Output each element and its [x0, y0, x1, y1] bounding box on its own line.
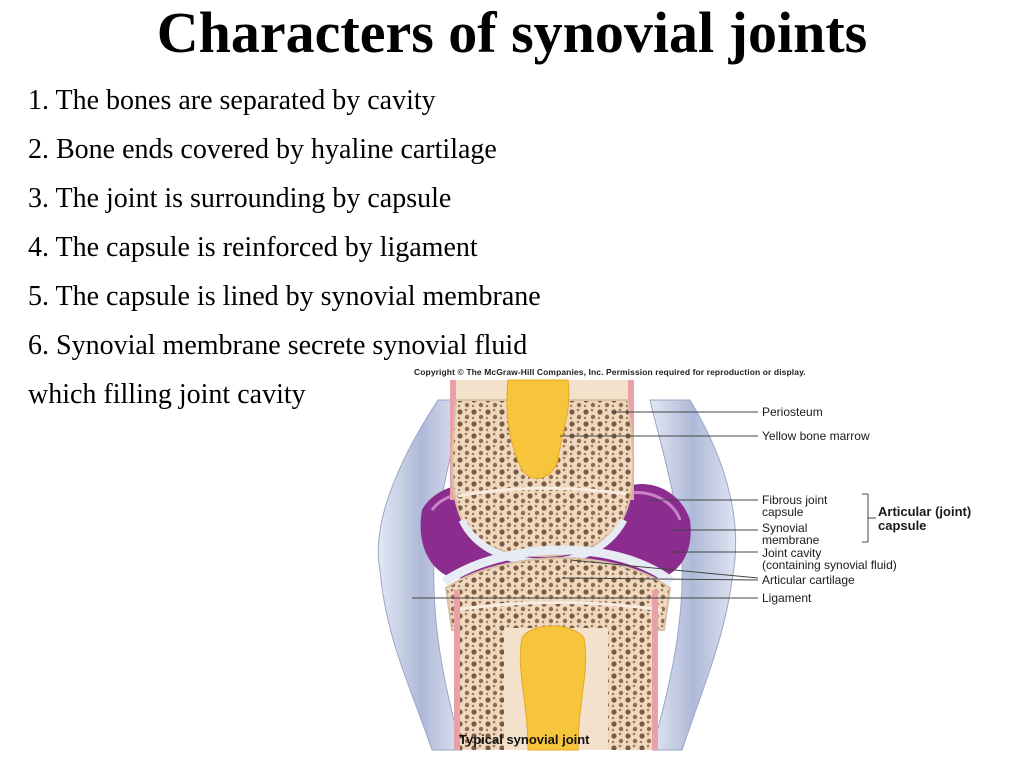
synovial-joint-diagram: Periosteum Yellow bone marrow Fibrous jo…	[372, 360, 1024, 760]
bullet-list: 1. The bones are separated by cavity 2. …	[28, 83, 541, 426]
label-articular-cartilage: Articular cartilage	[762, 573, 855, 587]
label-articular-capsule-line2: capsule	[878, 518, 927, 533]
bullet-point-1: 1. The bones are separated by cavity	[28, 85, 436, 116]
slide-title: Characters of synovial joints	[156, 0, 868, 65]
leader-lines	[412, 411, 876, 599]
bullet-point-3: 3. The joint is surrounding by capsule	[28, 183, 452, 214]
upper-epiphysis	[451, 399, 635, 558]
bullet-point-4: 4. The capsule is reinforced by ligament	[28, 232, 478, 263]
joint-illustration	[377, 379, 876, 751]
label-fibrous-capsule-line2: capsule	[762, 505, 804, 519]
label-articular-capsule-line1: Articular (joint)	[878, 504, 972, 519]
label-joint-cavity-line1: Joint cavity	[762, 546, 822, 560]
lower-epiphyseal-line	[453, 601, 663, 612]
label-yellow-bone-marrow: Yellow bone marrow	[762, 429, 870, 443]
lower-spongy-left	[460, 628, 504, 750]
lower-marrow	[519, 625, 587, 751]
copyright-notice: Copyright © The McGraw-Hill Companies, I…	[414, 367, 806, 377]
lower-articular-cartilage	[441, 545, 675, 586]
label-fibrous-capsule-line1: Fibrous joint	[762, 493, 828, 507]
bullet-point-6: 6. Synovial membrane secrete synovial fl…	[28, 330, 528, 361]
bullet-point-7: which filling joint cavity	[28, 379, 306, 410]
lower-periosteum-left	[454, 590, 460, 750]
label-ligament: Ligament	[762, 591, 812, 605]
upper-epiphyseal-line	[457, 486, 627, 498]
bullet-point-5: 5. The capsule is lined by synovial memb…	[28, 281, 541, 312]
lower-epiphysis	[444, 556, 672, 631]
upper-marrow	[506, 379, 570, 479]
label-joint-cavity-line2: (containing synovial fluid)	[762, 558, 897, 572]
figure-caption: Typical synovial joint	[459, 732, 590, 747]
lower-spongy-right	[608, 628, 652, 750]
lower-periosteum-right	[652, 590, 658, 750]
label-periosteum: Periosteum	[762, 405, 823, 419]
label-synovial-membrane-line2: membrane	[762, 533, 820, 547]
bullet-point-2: 2. Bone ends covered by hyaline cartilag…	[28, 134, 497, 165]
label-synovial-membrane-line1: Synovial	[762, 521, 808, 535]
